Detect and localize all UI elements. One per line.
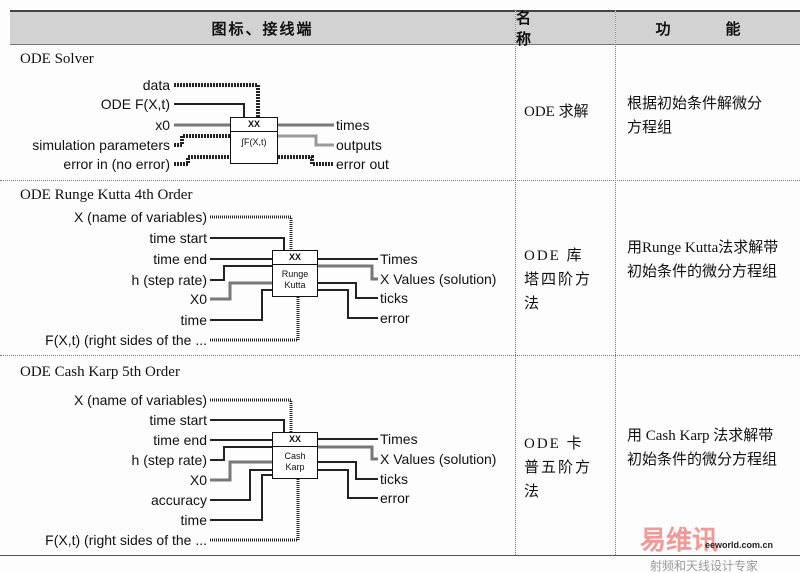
- input-terminal: h (step rate): [131, 272, 207, 288]
- output-terminal: Times: [380, 251, 418, 267]
- output-terminal: error out: [336, 156, 389, 172]
- input-terminal: X0: [189, 291, 207, 307]
- header-name: 名 称: [516, 9, 615, 48]
- runge-kutta-vi-icon: XX Runge Kutta: [272, 250, 318, 297]
- output-terminal: ticks: [380, 290, 408, 306]
- input-terminal: error in (no error): [63, 156, 170, 172]
- table-bottom: [0, 555, 800, 556]
- output-terminal: times: [336, 117, 370, 133]
- vi-name: ODE 求解: [524, 104, 589, 120]
- icon-label: Runge Kutta: [281, 269, 309, 290]
- vi-function: 根据初始条件解微分方程组: [627, 96, 763, 136]
- input-terminal: simulation parameters: [32, 137, 170, 153]
- watermark-subtitle: 射频和天线设计专家: [650, 559, 759, 573]
- input-terminal: h (step rate): [131, 452, 207, 468]
- cash-karp-vi-icon: XX Cash Karp: [272, 432, 318, 479]
- input-terminal: time end: [153, 432, 207, 448]
- watermark-logo: 易维讯: [640, 526, 719, 556]
- output-terminal: outputs: [336, 137, 382, 153]
- input-terminal: time end: [153, 251, 207, 267]
- vi-name: ODE 卡普五阶方法: [524, 436, 593, 500]
- vi-name: ODE 库塔四阶方法: [524, 248, 593, 312]
- icon-label: XX: [231, 118, 277, 132]
- input-terminal: accuracy: [150, 492, 207, 508]
- input-terminal: time start: [149, 412, 207, 428]
- input-terminal: X (name of variables): [73, 392, 207, 408]
- vi-function: 用Runge Kutta法求解带初始条件的微分方程组: [627, 240, 779, 280]
- row-divider: [0, 180, 800, 181]
- ode-solver-vi-icon: XX ∫F(X,t): [230, 117, 278, 164]
- input-terminal: F(X,t) (right sides of the ...: [45, 332, 207, 348]
- vi-title: ODE Solver: [20, 51, 94, 67]
- header-function: 功 能: [616, 10, 800, 45]
- vi-title: ODE Cash Karp 5th Order: [20, 364, 180, 380]
- output-terminal: Times: [380, 431, 418, 447]
- icon-label: Cash Karp: [284, 451, 306, 472]
- output-terminal: error: [380, 310, 410, 326]
- input-terminal: time: [180, 312, 207, 328]
- input-terminal: X0: [189, 472, 207, 488]
- output-terminal: X Values (solution): [380, 271, 497, 287]
- header-icon-terminals: 图标、接线端: [10, 10, 515, 45]
- input-terminal: ODE F(X,t): [100, 96, 170, 112]
- input-terminal: F(X,t) (right sides of the ...: [45, 532, 207, 548]
- icon-label: XX: [273, 433, 317, 447]
- input-terminal: data: [142, 77, 170, 93]
- vi-title: ODE Runge Kutta 4th Order: [20, 187, 193, 203]
- column-divider: [515, 10, 516, 555]
- output-terminal: X Values (solution): [380, 451, 497, 467]
- input-terminal: x0: [155, 117, 170, 133]
- output-terminal: ticks: [380, 471, 408, 487]
- icon-label: XX: [273, 251, 317, 265]
- icon-label: ∫F(X,t): [241, 137, 267, 147]
- input-terminal: X (name of variables): [73, 209, 207, 225]
- column-divider: [615, 10, 616, 555]
- output-terminal: error: [380, 490, 410, 506]
- watermark-site: eeworld.com.cn: [705, 540, 774, 550]
- row-divider: [0, 355, 800, 356]
- input-terminal: time start: [149, 230, 207, 246]
- input-terminal: time: [180, 512, 207, 528]
- vi-function: 用 Cash Karp 法求解带初始条件的微分方程组: [627, 428, 778, 468]
